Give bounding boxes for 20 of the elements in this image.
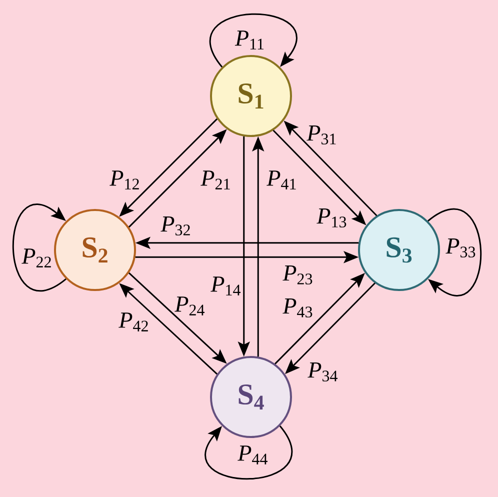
edge-label: P$_{12}$: [110, 170, 139, 190]
edge-label: P$_{32}$: [160, 216, 190, 236]
edge-label: P$_{42}$: [118, 312, 148, 332]
edge-label: P$_{13}$: [316, 208, 346, 228]
edge-label: P$_{33}$: [446, 238, 476, 258]
loop-arrow: [12, 204, 66, 292]
loop-arrow: [428, 208, 482, 296]
edge-label: P$_{11}$: [234, 30, 264, 50]
edge-label: P$_{21}$: [200, 170, 230, 190]
edge-label: P$_{14}$: [210, 276, 241, 296]
edge-label: P$_{31}$: [306, 126, 336, 144]
edge-label: P$_{41}$: [266, 170, 296, 190]
edge-label: P$_{23}$: [282, 266, 312, 284]
loop-arrow: [205, 426, 292, 480]
edge-label: P$_{43}$: [282, 298, 312, 318]
edge-label: P$_{22}$: [22, 248, 51, 268]
edge-label: P$_{34}$: [308, 362, 338, 382]
edge-label: P$_{44}$: [238, 446, 268, 464]
edge-label: P$_{24}$: [174, 296, 205, 316]
loop-arrow: [210, 13, 297, 68]
